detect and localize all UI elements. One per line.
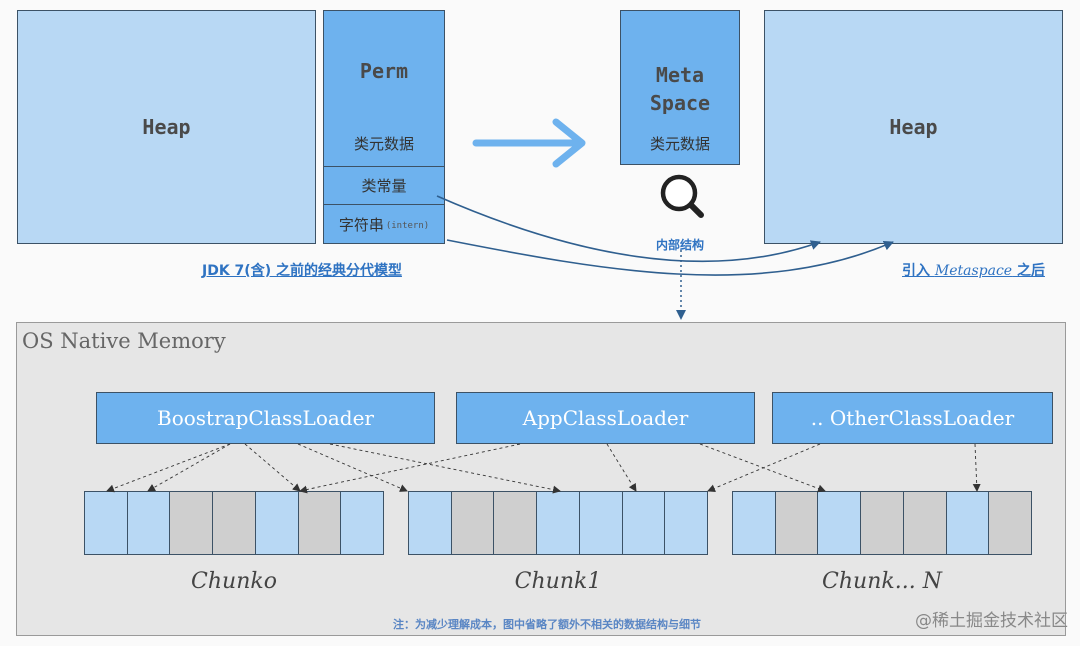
metaspace-title-line1: Meta: [655, 63, 705, 87]
chunk-2-cell: [732, 491, 776, 555]
metaspace-box: Meta Space 类元数据: [620, 10, 740, 165]
magnifier-icon: [660, 174, 704, 218]
left-heap-box: Heap: [17, 10, 316, 244]
loader-bootstrap: BoostrapClassLoader: [96, 392, 435, 444]
right-heap-label: Heap: [889, 115, 938, 139]
perm-box: Perm 类元数据: [323, 10, 445, 167]
chunk-0-cell: [84, 491, 128, 555]
transition-arrow: [472, 118, 586, 168]
chunk-2-label: Chunk... N: [822, 569, 942, 594]
chunk-2-cell: [774, 491, 819, 555]
perm-const-label: 类常量: [361, 177, 407, 195]
left-caption: JDK 7(含) 之前的经典分代模型: [202, 263, 402, 279]
chunk-0-cell: [297, 491, 342, 555]
native-title: OS Native Memory: [22, 329, 226, 353]
chunk-1-cell: [621, 491, 666, 555]
chunk-1-cell: [578, 491, 623, 555]
perm-title: Perm: [359, 59, 409, 83]
chunk-1-cells: [408, 491, 709, 555]
watermark: @稀土掘金技术社区: [915, 611, 1068, 631]
chunk-1-cell: [664, 491, 709, 555]
chunk-1-cell: [408, 491, 452, 555]
const-to-heap-curve: [436, 195, 821, 262]
chunk-0-label: Chunko: [191, 569, 277, 594]
os-native-memory-panel: OS Native Memory BoostrapClassLoader App…: [16, 322, 1066, 636]
chunk-2-cell: [817, 491, 862, 555]
chunk-2-cell: [988, 491, 1033, 555]
chunk-1-cell: [493, 491, 538, 555]
loader-other: .. OtherClassLoader: [772, 392, 1053, 444]
chunk-0-cell: [212, 491, 256, 555]
right-caption-italic: Metaspace: [934, 263, 1013, 279]
chunk-0-cell: [254, 491, 299, 555]
chunk-1-cell: [450, 491, 495, 555]
metaspace-class-meta: 类元数据: [649, 135, 710, 153]
chunk-1-cell: [536, 491, 580, 555]
inner-structure-arrowhead: [676, 310, 686, 320]
footnote: 注：为减少理解成本，图中省略了额外不相关的数据结构与细节: [393, 618, 701, 631]
perm-const-box: 类常量: [323, 166, 445, 205]
right-heap-box: Heap: [764, 10, 1063, 244]
perm-class-meta: 类元数据: [353, 135, 414, 153]
chunk-2-cell: [902, 491, 947, 555]
right-caption-prefix: 引入: [902, 263, 935, 279]
loader-app: AppClassLoader: [456, 392, 755, 444]
chunk-2-cells: [732, 491, 1033, 555]
chunk-0-cell: [126, 491, 171, 555]
perm-string-label: 字符串: [338, 215, 384, 234]
right-caption-suffix: 之后: [1012, 263, 1045, 279]
chunk-2-cell: [945, 491, 990, 555]
chunk-0-cells: [84, 491, 385, 555]
chunk-0-cell: [340, 491, 385, 555]
magnifier-label: 内部结构: [655, 238, 704, 252]
chunk-0-cell: [169, 491, 214, 555]
left-heap-label: Heap: [142, 115, 191, 139]
chunk-2-cell: [860, 491, 904, 555]
metaspace-title-line2: Space: [649, 91, 711, 115]
perm-string-box: 字符串 (intern): [323, 204, 445, 244]
perm-intern-label: (intern): [385, 221, 430, 231]
chunk-1-label: Chunk1: [514, 569, 602, 594]
right-caption: 引入 Metaspace 之后: [902, 260, 1072, 280]
